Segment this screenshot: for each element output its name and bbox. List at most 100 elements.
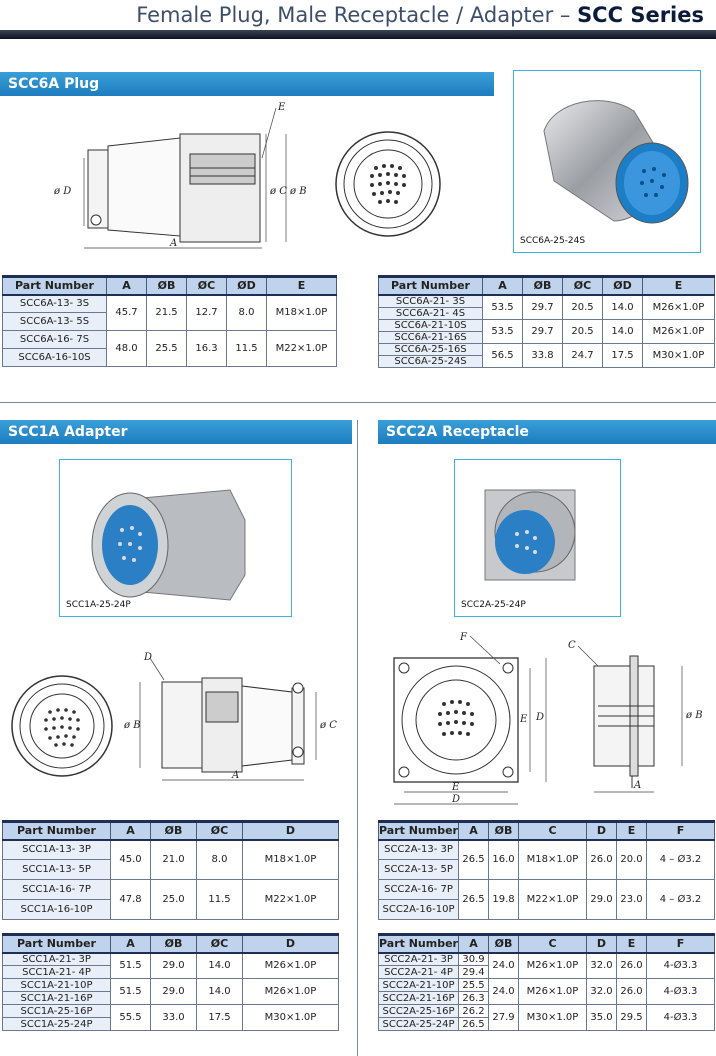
cell-B: 16.0 (488, 839, 519, 880)
cell-A: 55.5 (110, 1004, 151, 1031)
part-number-cell: SCC2A-13- 5P (378, 859, 459, 880)
plug-dim-A: A (169, 238, 177, 249)
cell-F: 4 – Ø3.2 (646, 879, 715, 920)
receptacle-photo-caption: SCC2A-25-24P (461, 600, 526, 610)
receptacle-photo: SCC2A-25-24P (454, 459, 621, 617)
cell-F: 4-Ø3.3 (646, 952, 715, 979)
cell-E: M22×1.0P (266, 330, 337, 367)
cell-A: 56.5 (482, 342, 523, 368)
part-number-cell: SCC6A-25-24S (378, 354, 483, 368)
receptacle-face-drawing: F E D E D (393, 632, 547, 805)
cell-E: M26×1.0P (642, 318, 715, 344)
part-number-cell: SCC2A-16-10P (378, 899, 459, 920)
cell-D: M26×1.0P (242, 952, 339, 979)
receptacle-dim-E: E (451, 782, 460, 793)
cell-D: 8.0 (226, 294, 267, 331)
cell-B: 27.9 (488, 1004, 519, 1031)
adapter-photo-caption: SCC1A-25-24P (66, 600, 131, 610)
column-header: Part Number (378, 934, 459, 954)
column-header: ØB (488, 821, 519, 841)
column-header: ØC (196, 934, 243, 954)
cell-C: 11.5 (196, 879, 243, 920)
cell-D: 14.0 (602, 318, 643, 344)
cell-A: 48.0 (106, 330, 147, 367)
cell-D: M22×1.0P (242, 879, 339, 920)
cell-A: 47.8 (110, 879, 151, 920)
column-header: ØB (146, 276, 187, 296)
part-number-cell: SCC1A-13- 5P (2, 859, 111, 880)
receptacle-photo-image (484, 489, 576, 581)
column-header: ØB (522, 276, 563, 296)
column-header: ØD (226, 276, 267, 296)
plug-dim-D: ø D (53, 186, 71, 197)
table-row: SCC6A-13- 5S (2, 312, 337, 331)
receptacle-dim-F: F (459, 632, 468, 643)
table-row: SCC6A-16-10S (2, 348, 337, 367)
column-header: A (482, 276, 523, 296)
page-title: Female Plug, Male Receptacle / Adapter –… (136, 3, 704, 27)
column-header: A (110, 934, 151, 954)
cell-E: 26.0 (616, 978, 647, 1005)
section-title-plug: SCC6A Plug (0, 72, 494, 96)
column-header: Part Number (2, 276, 107, 296)
table-row: SCC1A-25-24P (2, 1017, 339, 1031)
cell-C: 24.7 (562, 342, 603, 368)
cell-C: 14.0 (196, 978, 243, 1005)
cell-B: 33.8 (522, 342, 563, 368)
receptacle-dim-D: D (451, 794, 460, 805)
adapter-dim-B: ø B (123, 720, 141, 731)
table-row: SCC6A-21- 4S (378, 306, 715, 320)
part-number-cell: SCC2A-25-24P (378, 1017, 459, 1031)
cell-A: 53.5 (482, 294, 523, 320)
part-number-cell: SCC6A-16- 7S (2, 330, 107, 349)
receptacle-dim-A: A (633, 780, 641, 791)
column-header: Part Number (2, 821, 111, 841)
cell-B: 21.5 (146, 294, 187, 331)
part-number-cell: SCC6A-16-10S (2, 348, 107, 367)
cell-F: 4-Ø3.3 (646, 1004, 715, 1031)
section-title-adapter: SCC1A Adapter (0, 420, 352, 444)
cell-A: 30.9 (458, 952, 489, 966)
cell-B: 25.5 (146, 330, 187, 367)
column-header: E (616, 934, 647, 954)
cell-B: 29.0 (150, 978, 197, 1005)
cell-D: 17.5 (602, 342, 643, 368)
column-header: F (646, 821, 715, 841)
part-number-cell: SCC6A-21- 3S (378, 294, 483, 308)
page-header: Female Plug, Male Receptacle / Adapter –… (0, 0, 716, 42)
cell-C: 20.5 (562, 294, 603, 320)
column-header: E (266, 276, 337, 296)
cell-D: M18×1.0P (242, 839, 339, 880)
part-number-cell: SCC2A-21- 4P (378, 965, 459, 979)
table-row: SCC6A-21-16S (378, 330, 715, 344)
cell-B: 21.0 (150, 839, 197, 880)
column-divider (357, 420, 358, 1056)
column-header: F (646, 934, 715, 954)
cell-E: M26×1.0P (642, 294, 715, 320)
cell-D: 32.0 (586, 952, 617, 979)
part-number-cell: SCC6A-13- 5S (2, 312, 107, 331)
part-number-cell: SCC1A-21-16P (2, 991, 111, 1005)
cell-B: 25.0 (150, 879, 197, 920)
adapter-photo: SCC1A-25-24P (59, 459, 292, 617)
column-header: A (110, 821, 151, 841)
plug-photo-image (543, 100, 689, 224)
column-header: D (242, 934, 339, 954)
column-header: D (586, 934, 617, 954)
cell-B: 19.8 (488, 879, 519, 920)
cell-E: 23.0 (616, 879, 647, 920)
part-number-cell: SCC6A-25-16S (378, 342, 483, 356)
column-header: A (458, 821, 489, 841)
table-row: SCC1A-21-16P (2, 991, 339, 1005)
header-bar (0, 30, 716, 39)
